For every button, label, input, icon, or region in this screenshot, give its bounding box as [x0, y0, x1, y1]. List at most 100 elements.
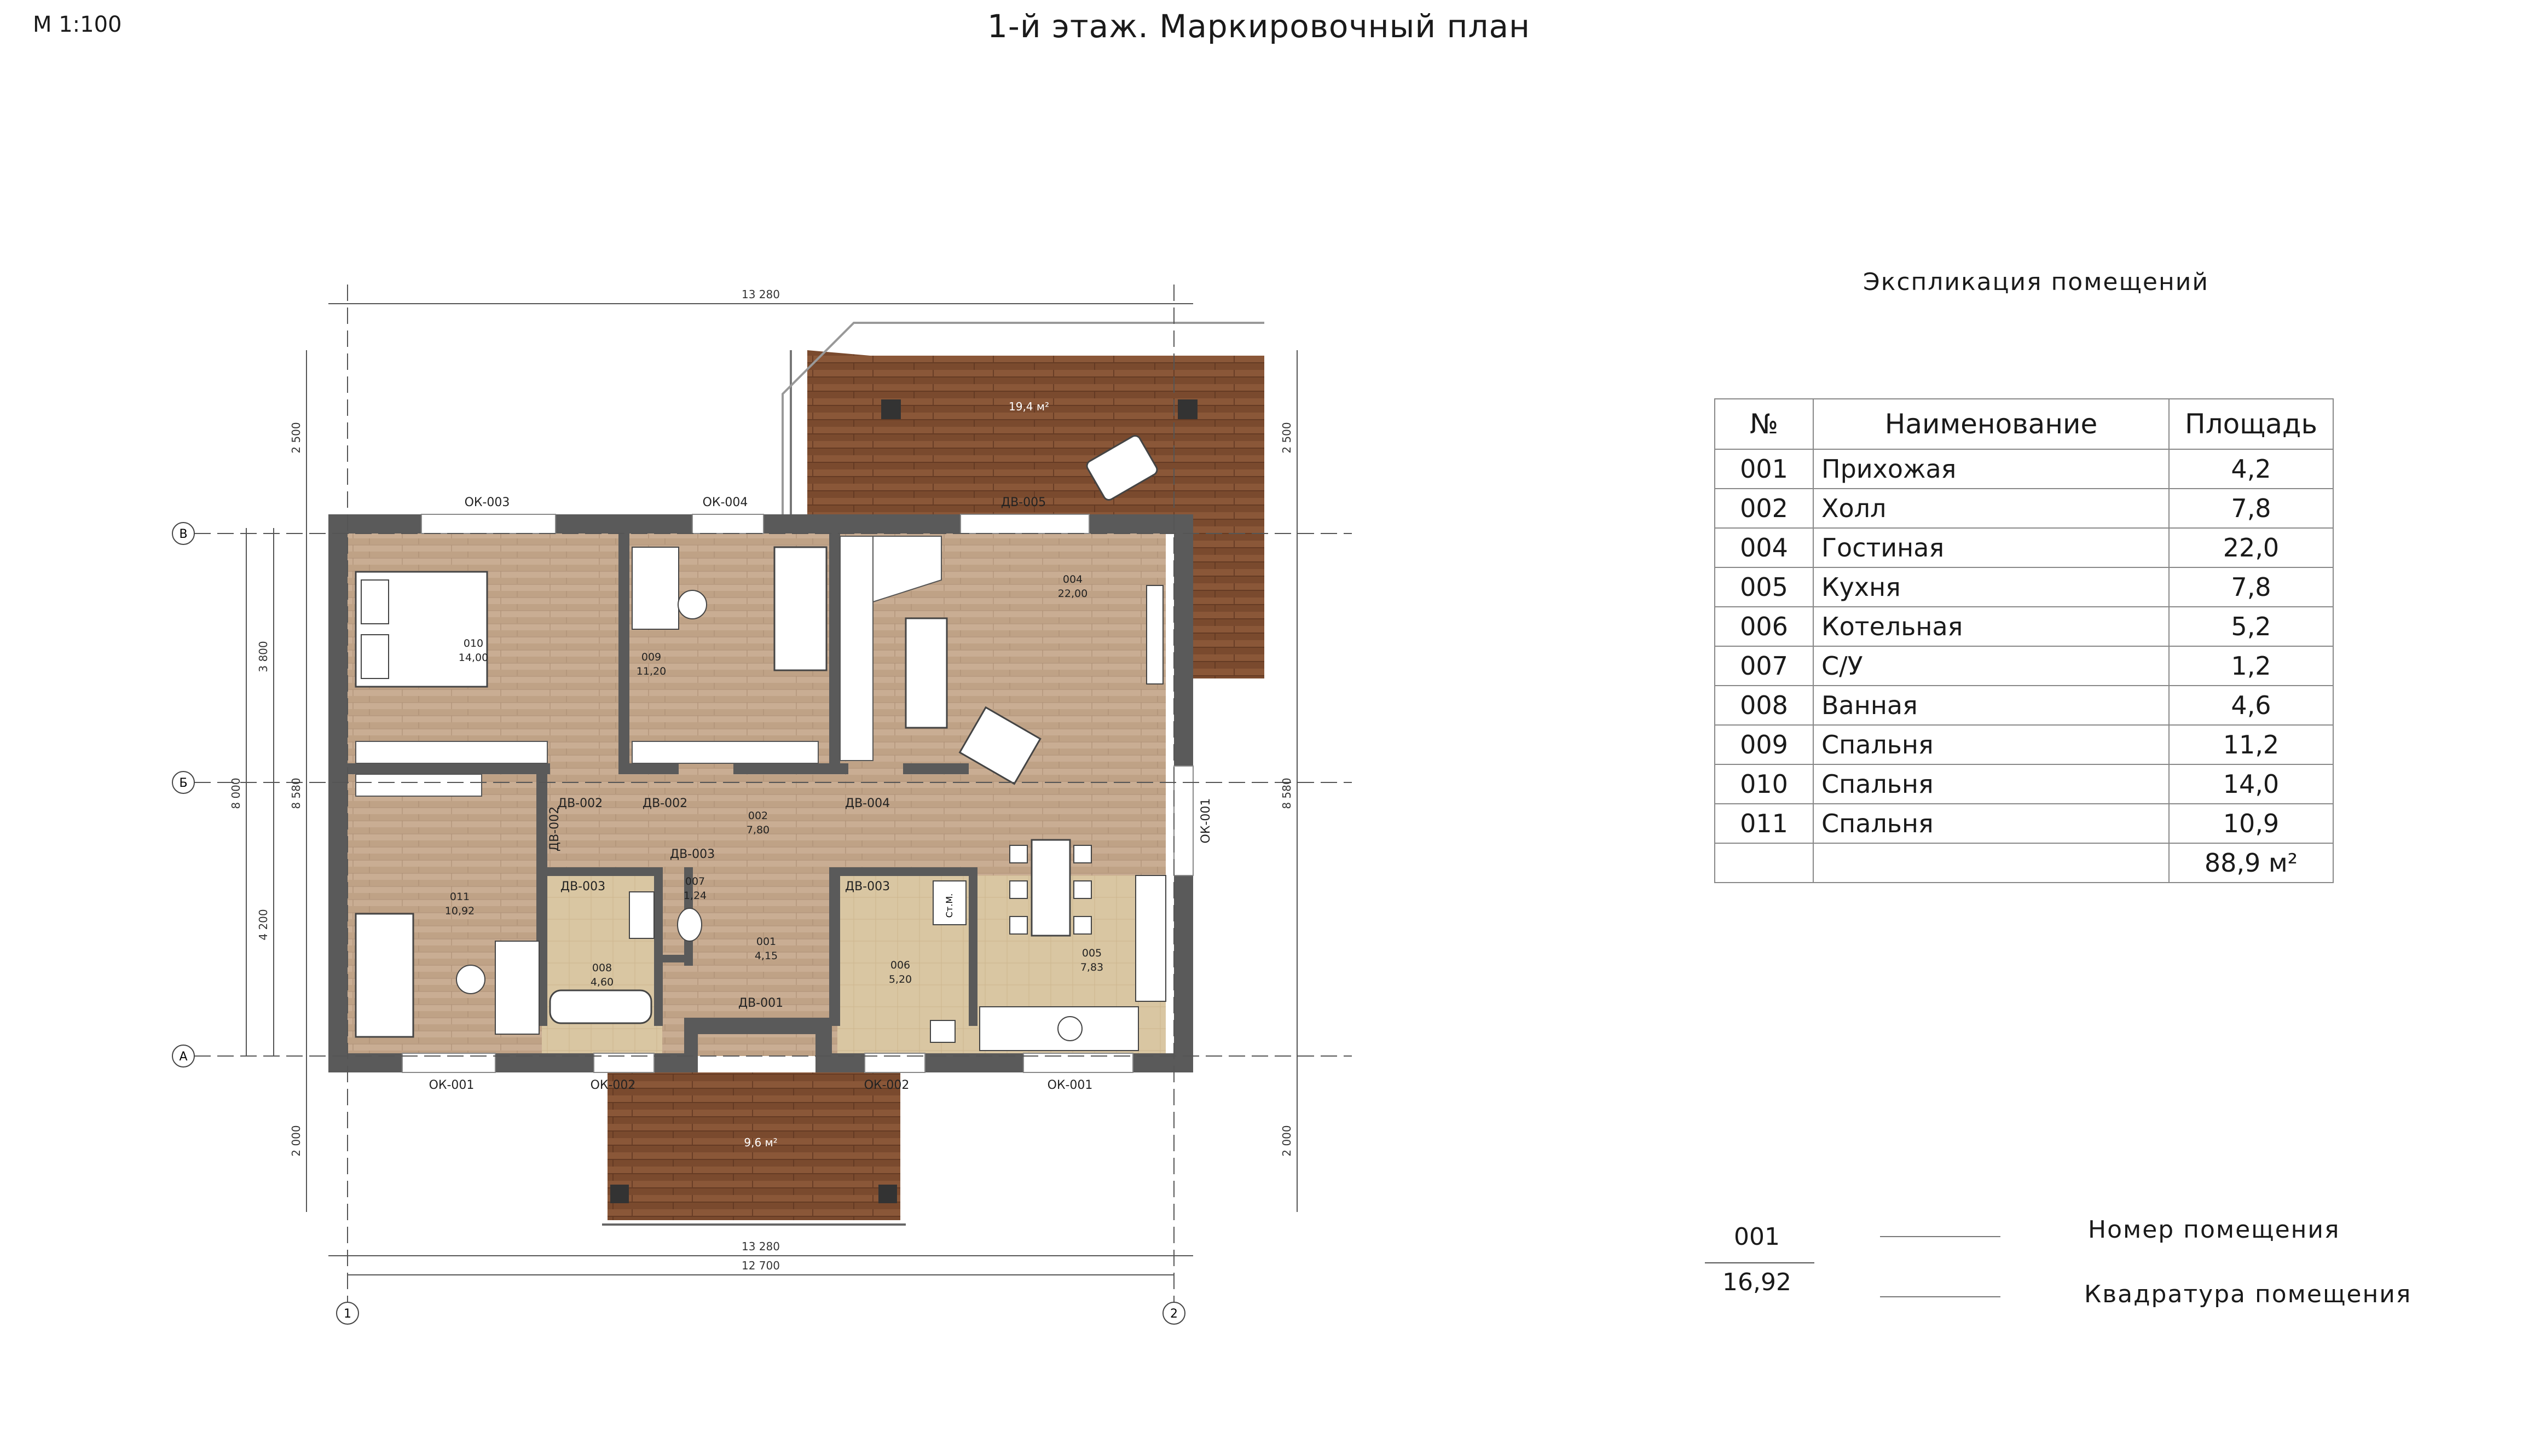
legend-area-label: Квадратура помещения — [2084, 1280, 2412, 1308]
svg-text:2: 2 — [1170, 1307, 1178, 1321]
terrace-post — [1178, 399, 1198, 419]
axis-marker-a — [172, 1045, 195, 1068]
door-label: ДВ-004 — [845, 797, 890, 810]
row-no: 001 — [1714, 449, 1814, 489]
row-name: Котельная — [1813, 606, 2170, 647]
window-labels: ОК-003 ОК-004 ОК-001 ОК-001 ОК-002 ОК-00… — [429, 496, 1213, 1092]
row-name: Прихожая — [1813, 449, 2170, 489]
row-area: 14,0 — [2168, 764, 2334, 804]
legend-sample-area: 16,92 — [1722, 1268, 1791, 1296]
room-area: 14,00 — [459, 652, 488, 664]
svg-text:2 500: 2 500 — [290, 422, 303, 453]
row-name: Холл — [1813, 488, 2170, 529]
scale-label: М 1:100 — [33, 12, 122, 37]
legend-leader-line — [1880, 1296, 2000, 1297]
row-no: 002 — [1714, 488, 1814, 529]
svg-text:Б: Б — [179, 776, 187, 790]
row-name: Спальня — [1813, 764, 2170, 804]
door-label: ДВ-003 — [560, 880, 605, 894]
axis-markers: В Б А 1 2 — [172, 522, 1185, 1325]
terrace-chair — [1086, 435, 1158, 501]
fridge-label: Ст.М. — [944, 894, 955, 918]
room-area: 10,92 — [445, 905, 475, 917]
window-label: ОК-002 — [591, 1078, 636, 1092]
row-area: 4,2 — [2168, 449, 2334, 489]
room-number: 007 — [685, 875, 705, 887]
row-name: С/У — [1813, 646, 2170, 686]
svg-text:В: В — [179, 527, 187, 541]
svg-text:2 500: 2 500 — [1280, 422, 1293, 453]
row-area: 11,2 — [2168, 724, 2334, 765]
door-label: ДВ-002 — [558, 797, 603, 810]
svg-text:2 000: 2 000 — [1280, 1125, 1293, 1156]
door-label: ДВ-002 — [643, 797, 687, 810]
chair — [456, 965, 485, 994]
door-label: ДВ-003 — [845, 880, 890, 894]
svg-text:8 000: 8 000 — [229, 778, 242, 809]
room-number: 010 — [464, 637, 483, 649]
row-area: 5,2 — [2168, 606, 2334, 647]
dining-table — [1031, 839, 1071, 937]
room-number: 004 — [1063, 573, 1083, 585]
row-name: Спальня — [1813, 724, 2170, 765]
staircase — [840, 536, 942, 761]
door-labels: ДВ-005 ДВ-002 ДВ-002 ДВ-002 ДВ-004 ДВ-00… — [548, 496, 1046, 1010]
svg-text:3 800: 3 800 — [257, 641, 270, 672]
window-label: ОК-004 — [703, 496, 748, 509]
row-name: Кухня — [1813, 567, 2170, 607]
legend-divider — [1705, 1262, 1814, 1263]
row-no: 010 — [1714, 764, 1814, 804]
window-label: ОК-002 — [864, 1078, 910, 1092]
dimension-lines — [194, 285, 1352, 1302]
legend-leader-line — [1880, 1236, 2000, 1237]
table-total-row: 88,9 м² — [1714, 843, 2334, 883]
door-label: ДВ-005 — [1001, 496, 1046, 509]
kitchen-counter — [1135, 875, 1166, 1002]
explication-title: Экспликация помещений — [1863, 268, 2209, 296]
header-area: Площадь — [2168, 398, 2334, 450]
window-label: ОК-001 — [1048, 1078, 1093, 1092]
total-area: 88,9 м² — [2168, 843, 2334, 883]
row-no: 006 — [1714, 606, 1814, 647]
lower-terrace — [608, 1072, 900, 1220]
row-name: Ванная — [1813, 685, 2170, 726]
row-area: 1,2 — [2168, 646, 2334, 686]
room-area: 7,80 — [747, 824, 770, 836]
axis-marker-2 — [1162, 1302, 1185, 1325]
desk — [632, 547, 679, 630]
row-no: 007 — [1714, 646, 1814, 686]
room-area: 4,60 — [591, 976, 614, 988]
room-number: 002 — [748, 810, 768, 822]
chair — [678, 590, 707, 619]
dining-chairs — [1009, 845, 1092, 935]
svg-text:13 280: 13 280 — [742, 1240, 780, 1253]
row-no: 011 — [1714, 803, 1814, 844]
sink — [1057, 1016, 1083, 1041]
row-area: 4,6 — [2168, 685, 2334, 726]
tv-unit — [1146, 585, 1164, 685]
door-label: ДВ-001 — [738, 996, 783, 1010]
armchair — [958, 706, 1042, 785]
header-name: Наименование — [1813, 398, 2170, 450]
door-label: ДВ-003 — [670, 848, 715, 861]
room-area: 5,20 — [889, 973, 912, 985]
window-label: ОК-001 — [1199, 798, 1213, 844]
window-label: ОК-001 — [429, 1078, 475, 1092]
sheet-title: 1-й этаж. Маркировочный план — [987, 8, 1530, 45]
room-number: 009 — [641, 651, 661, 663]
row-area: 22,0 — [2168, 527, 2334, 568]
svg-text:12 700: 12 700 — [742, 1259, 780, 1272]
desk — [495, 941, 540, 1035]
room-number: 008 — [592, 962, 612, 974]
single-bed — [355, 913, 414, 1038]
room-number: 006 — [890, 959, 910, 971]
